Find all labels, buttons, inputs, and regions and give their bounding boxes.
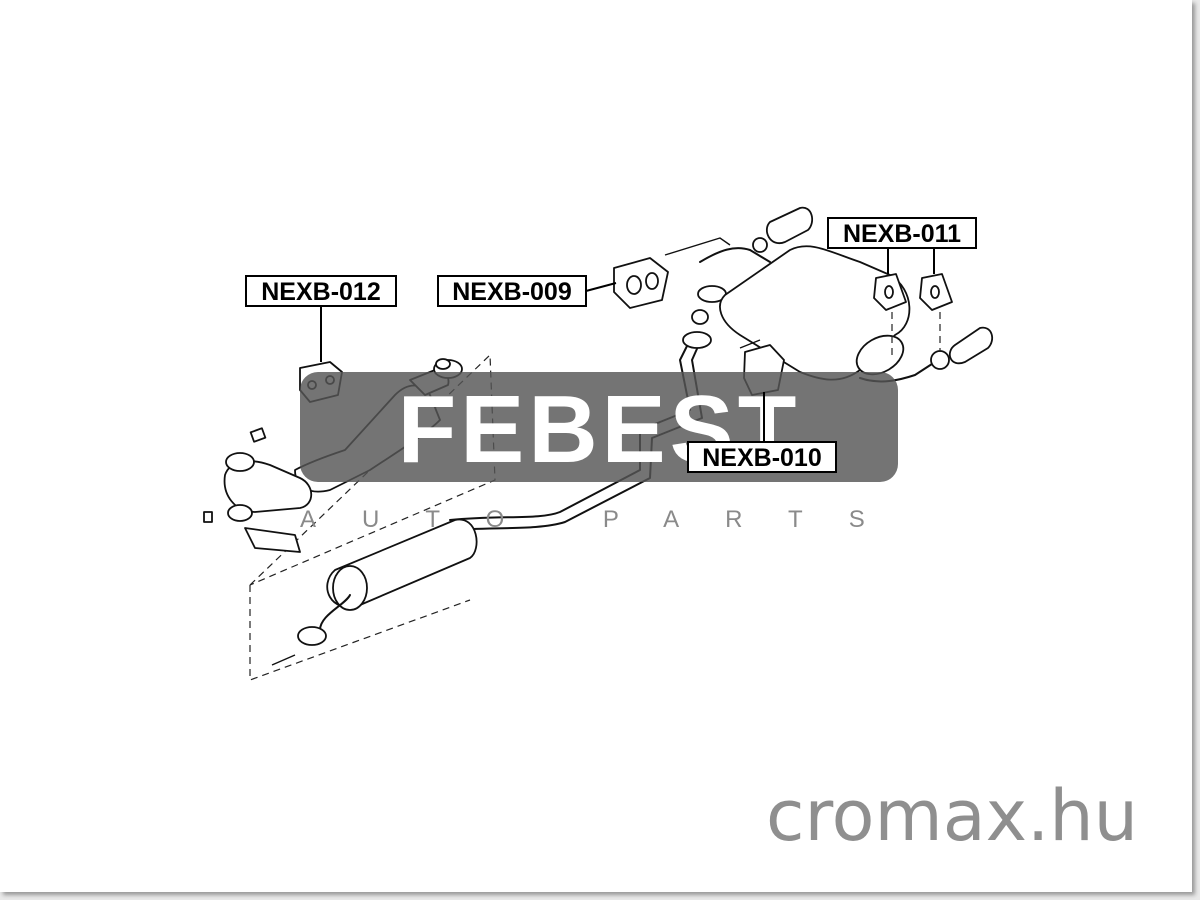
hanger-010-rod (739, 339, 761, 349)
label-text: NEXB-009 (452, 278, 572, 306)
muffler-end (855, 334, 905, 376)
muffler-inlet-pipe (699, 247, 771, 263)
manifold-flange-lower (227, 504, 253, 522)
resonator-inlet-pipe (319, 594, 351, 631)
label-nexb-011: NEXB-011 (827, 217, 977, 274)
tail-finisher (948, 326, 994, 365)
label-text: NEXB-011 (843, 220, 961, 248)
center-gasket (691, 309, 709, 325)
hanger-rod (664, 237, 731, 256)
heat-shield (244, 527, 301, 553)
manifold-gasket (249, 427, 267, 443)
center-flange (682, 331, 712, 349)
front-group-boundary (249, 353, 496, 586)
hanger-hole (884, 285, 894, 299)
leader-line (585, 282, 617, 292)
label-text: NEXB-010 (702, 444, 822, 472)
rear-finisher (765, 206, 814, 245)
hanger-hole (645, 272, 659, 290)
resonator-flange (297, 626, 327, 646)
tail-pipe-end (930, 350, 950, 370)
label-text: NEXB-012 (261, 278, 381, 306)
label-nexb-012: NEXB-012 (245, 275, 397, 362)
manifold-bolt (203, 511, 213, 523)
label-nexb-009: NEXB-009 (437, 275, 617, 307)
front-resonator-end (332, 565, 368, 611)
site-watermark: cromax.hu (766, 775, 1138, 857)
rear-clamp (752, 237, 768, 253)
label-nexb-010: NEXB-010 (687, 392, 837, 473)
bolt (271, 654, 296, 666)
converter-gasket (435, 358, 451, 370)
hanger-hole (626, 275, 642, 295)
manifold-flange-upper (225, 452, 255, 472)
watermark-tagline: AUTO PARTS (300, 506, 911, 533)
hanger-hole (930, 285, 940, 299)
